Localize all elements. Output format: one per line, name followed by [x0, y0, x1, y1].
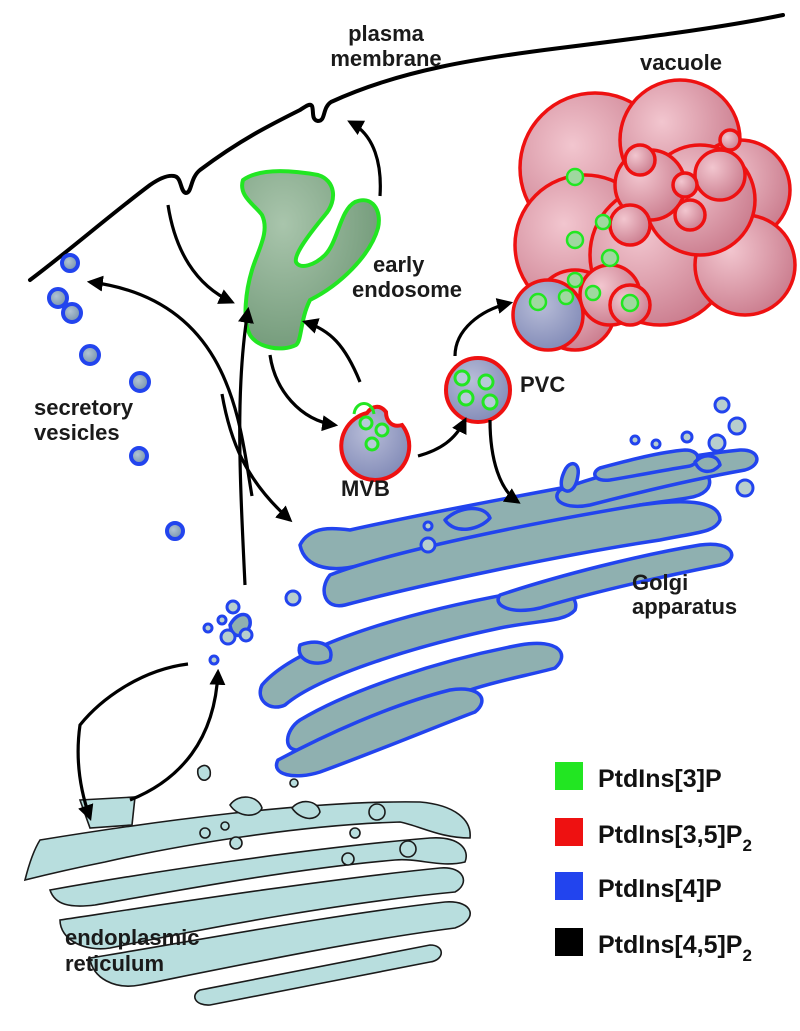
label-vacuole: vacuole: [640, 50, 722, 75]
legend-label-pi45p2-sub: 2: [742, 946, 751, 965]
label-early-endosome-line1: early: [373, 252, 425, 277]
label-plasma-membrane-line1: plasma: [348, 21, 425, 46]
legend-swatch-pi3p: [555, 762, 583, 790]
pvc-vesicles: [453, 369, 499, 411]
trafficking-arrows: [76, 120, 521, 822]
legend-label-pi35p2-main: PtdIns[3,5]P: [598, 821, 742, 849]
label-golgi-line1: Golgi: [632, 570, 688, 595]
legend-swatch-pi45p2: [555, 928, 583, 956]
legend: PtdIns[3]P PtdIns[3,5]P2 PtdIns[4]P PtdI…: [555, 762, 752, 965]
mvb-vesicles: [358, 415, 390, 452]
mvb-invagination: [352, 402, 376, 415]
label-early-endosome-line2: endosome: [352, 277, 462, 302]
legend-label-pi45p2: PtdIns[4,5]P2: [598, 931, 752, 965]
label-er-line2: reticulum: [65, 951, 164, 976]
label-mvb: MVB: [341, 476, 390, 501]
legend-swatch-pi4p: [555, 872, 583, 900]
endoplasmic-reticulum: [23, 796, 471, 1006]
legend-swatch-pi35p2: [555, 818, 583, 846]
pvc-compartment: [444, 356, 512, 424]
legend-label-pi4p: PtdIns[4]P: [598, 875, 722, 903]
label-secretory-vesicles-line2: vesicles: [34, 420, 120, 445]
label-golgi-line2: apparatus: [632, 594, 737, 619]
golgi-apparatus: [228, 448, 759, 778]
vacuole-fusion-compartment: [511, 278, 585, 352]
legend-label-pi35p2-sub: 2: [742, 836, 751, 855]
legend-label-pi45p2-main: PtdIns[4,5]P: [598, 931, 742, 959]
plasma-membrane: [28, 13, 785, 282]
early-endosome: [240, 169, 381, 351]
secretory-vesicles: [47, 253, 185, 541]
legend-label-pi3p: PtdIns[3]P: [598, 765, 722, 793]
label-pvc: PVC: [520, 372, 565, 397]
vacuole-intraluminal-vesicles: [528, 167, 640, 313]
label-er-line1: endoplasmic: [65, 925, 199, 950]
label-plasma-membrane-line2: membrane: [330, 46, 441, 71]
label-secretory-vesicles-line1: secretory: [34, 395, 134, 420]
legend-label-pi35p2: PtdIns[3,5]P2: [598, 821, 752, 855]
golgi-vesicles: [202, 396, 755, 666]
er-small-vesicles: [196, 764, 299, 788]
